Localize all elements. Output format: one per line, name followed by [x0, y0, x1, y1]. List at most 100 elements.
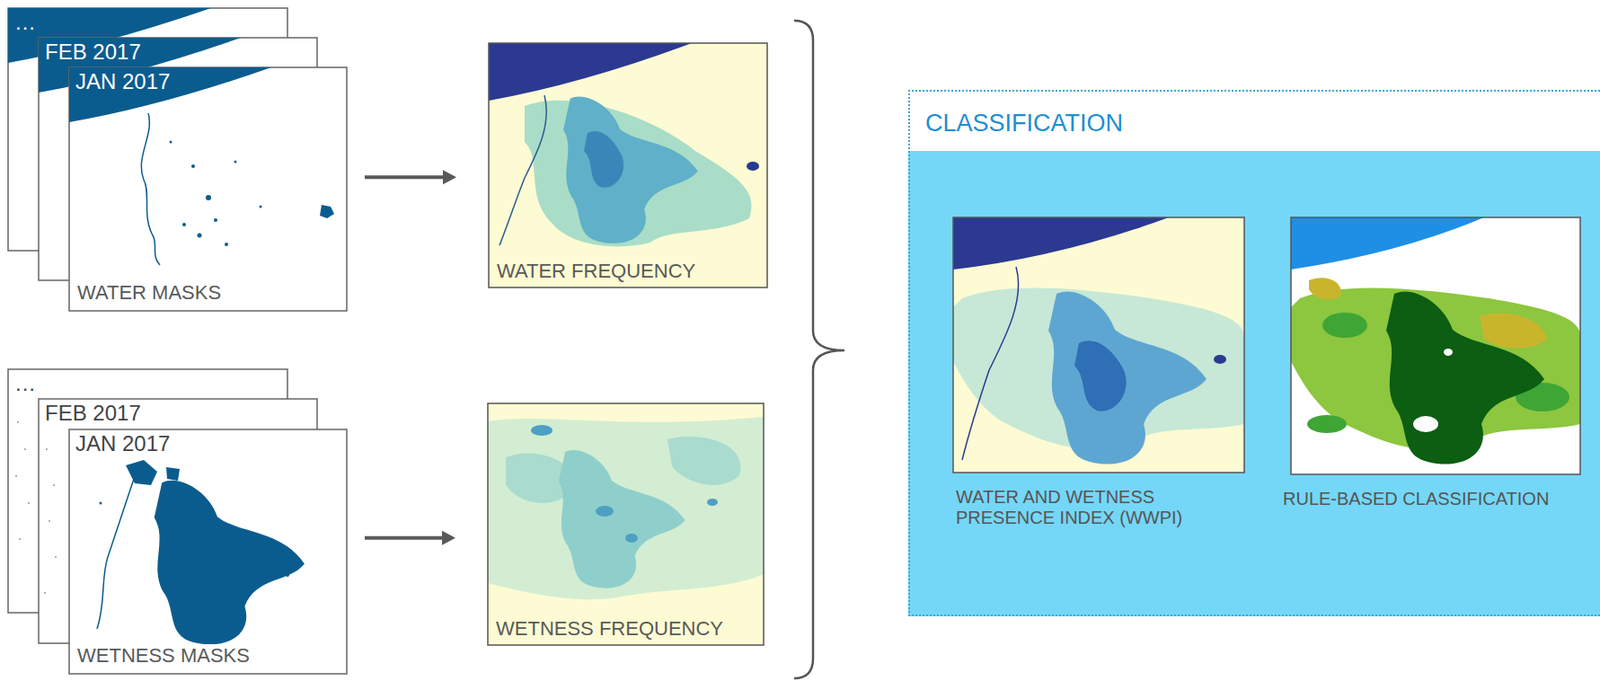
water-frequency-map — [488, 43, 768, 288]
water-mask-frame-part — [69, 67, 347, 311]
wetness-mask-frame-part — [69, 429, 347, 674]
wwpi-map-part — [1074, 340, 1127, 411]
date-label: … — [11, 9, 39, 36]
water-mask-frame-part — [197, 233, 203, 239]
water-mask-frame-part — [224, 242, 229, 247]
water-mask-frame-part — [259, 205, 263, 209]
mask-frame: JAN 2017WATER MASKS — [69, 67, 347, 311]
arrow-head — [441, 530, 456, 546]
water-mask-frame-part — [69, 67, 272, 123]
water-mask-frame-part — [319, 204, 335, 219]
wetness-frequency-map-part — [487, 403, 764, 646]
wetness-mask-frame-part — [125, 459, 158, 486]
water-mask-frame-part — [141, 113, 160, 266]
arrow-line — [364, 175, 446, 179]
wetness-frequency-map-part-part — [558, 450, 686, 589]
water-frequency-map-part — [499, 95, 547, 246]
arrow-line — [364, 536, 445, 540]
wetness-frequency-map-part — [530, 424, 553, 436]
index-map: WATER AND WETNESS PRESENCE INDEX (WWPI) — [953, 217, 1245, 473]
stack-label: WATER MASKS — [74, 281, 224, 304]
water-frequency-map-part — [746, 161, 760, 171]
classification-map-part — [1308, 277, 1342, 300]
wetness-mask-frame-part — [15, 475, 18, 478]
date-label: … — [11, 371, 39, 397]
wetness-mask-frame-part — [268, 560, 272, 564]
wetness-mask-frame — [69, 429, 347, 674]
wetness-frequency-map-part — [667, 436, 741, 486]
wwpi-map-part-part — [1048, 291, 1207, 464]
wwpi-map-part — [962, 266, 1019, 460]
frequency-map: WATER FREQUENCY — [488, 43, 768, 288]
water-frequency-map-part — [563, 97, 699, 244]
brace — [794, 20, 845, 679]
wetness-mask-frame-part — [24, 448, 27, 451]
map-label: WATER FREQUENCY — [494, 259, 699, 283]
wetness-mask-frame-part — [99, 502, 103, 505]
wetness-mask-frame-part — [97, 476, 135, 629]
wetness-mask-frame-part — [44, 592, 46, 594]
frequency-map: WETNESS FREQUENCY — [487, 403, 764, 646]
flow-arrow — [364, 169, 457, 185]
wetness-mask-frame-part — [27, 502, 30, 504]
map-caption: WATER AND WETNESS PRESENCE INDEX (WWPI) — [953, 486, 1256, 529]
wetness-mask-frame-part — [154, 480, 305, 646]
map-label: WETNESS FREQUENCY — [493, 617, 726, 640]
classification-map-part — [1479, 312, 1547, 348]
water-frequency-map-part — [488, 43, 768, 288]
classification-panel: CLASSIFICATIONWATER AND WETNESS PRESENCE… — [908, 89, 1600, 617]
wetness-frequency-map-part — [595, 505, 614, 517]
water-mask-frame-part — [191, 164, 195, 168]
classification-map-part — [1307, 415, 1347, 434]
classification-map-part — [1322, 312, 1368, 338]
classification-map-part-part — [1386, 291, 1545, 464]
wetness-mask-frame-part — [54, 556, 57, 558]
classification-map-part — [1290, 217, 1581, 475]
water-frequency-map-part-part — [563, 97, 699, 244]
wwpi-map-part — [953, 217, 1245, 473]
water-mask-frame-part — [182, 222, 186, 227]
classification-map-part — [1413, 415, 1439, 433]
water-frequency-map-part — [488, 43, 768, 288]
wetness-frequency-map-part — [625, 533, 638, 543]
wetness-frequency-map-part — [558, 450, 686, 589]
wetness-mask-frame-part — [17, 421, 19, 424]
wwpi-map-part — [1048, 291, 1207, 464]
classification-map: RULE-BASED CLASSIFICATION — [1290, 217, 1581, 475]
wetness-frequency-map — [487, 403, 764, 646]
panel-fill — [908, 150, 1600, 617]
arrow-head — [442, 169, 457, 185]
flow-arrow — [364, 530, 456, 546]
water-mask-frame-part — [169, 141, 173, 144]
wwpi-map-part — [1213, 354, 1227, 364]
mask-frame: JAN 2017WETNESS MASKS — [69, 429, 347, 674]
wetness-mask-frame-part — [166, 467, 180, 481]
wetness-frequency-map-part — [707, 498, 718, 506]
date-label: JAN 2017 — [72, 69, 173, 95]
wwpi-map-part — [953, 217, 1245, 473]
wetness-mask-frame-part — [285, 573, 290, 577]
wwpi-map-part — [953, 217, 1169, 270]
water-mask-frame-part — [205, 194, 212, 201]
water-frequency-map-part — [583, 131, 624, 188]
wetness-mask-frame-part — [48, 520, 51, 522]
wetness-frequency-map-part — [487, 416, 764, 600]
wetness-mask-frame-part — [18, 538, 21, 540]
map-caption: RULE-BASED CLASSIFICATION — [1280, 488, 1552, 510]
wetness-frequency-map-part — [487, 403, 764, 646]
classification-map-part — [1443, 348, 1453, 356]
water-mask-frame-part — [213, 218, 218, 222]
date-label: JAN 2017 — [72, 431, 173, 457]
water-frequency-map-part — [488, 43, 692, 101]
classification-map-part — [1386, 291, 1545, 464]
classification-map-part — [1290, 217, 1581, 475]
water-mask-frame — [69, 67, 347, 311]
classification-map-part — [1290, 217, 1485, 270]
wetness-mask-frame-part — [53, 484, 55, 487]
date-label: FEB 2017 — [42, 400, 144, 426]
wetness-mask-frame-part — [45, 448, 48, 451]
water-mask-frame-part — [234, 160, 238, 164]
date-label: FEB 2017 — [42, 39, 144, 65]
